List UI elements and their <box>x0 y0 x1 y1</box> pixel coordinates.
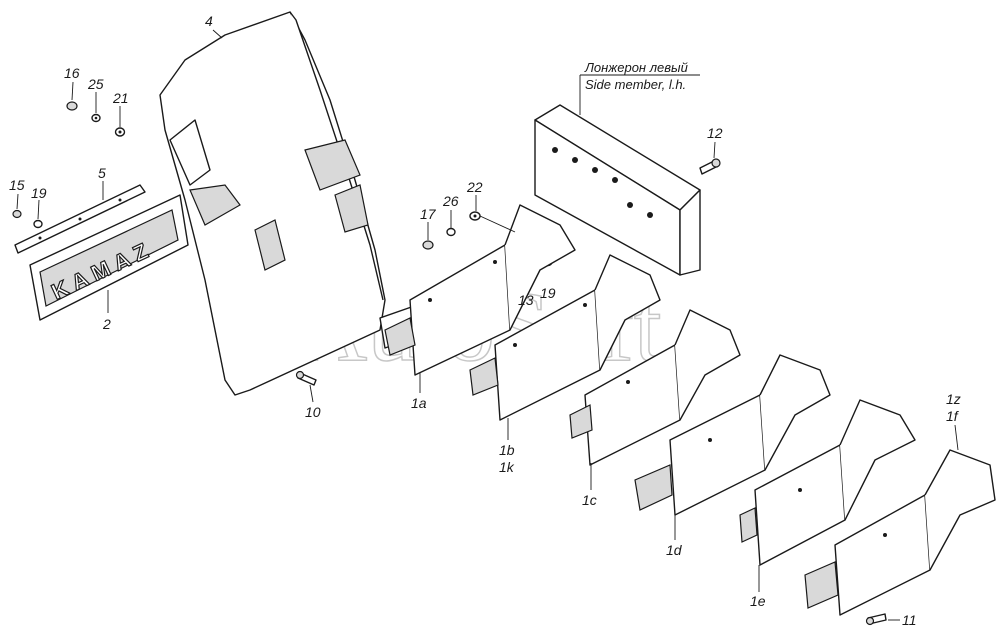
callout-1c: 1c <box>582 492 597 508</box>
washer-part-26 <box>446 227 456 237</box>
side-member-label-ru: Лонжерон левый <box>584 60 688 75</box>
callout-16: 16 <box>64 65 80 81</box>
callout-19-left: 19 <box>31 185 47 201</box>
callout-19-right: 19 <box>540 285 556 301</box>
nut-part-15 <box>12 209 22 219</box>
leader-lines <box>16 29 959 621</box>
callout-1d: 1d <box>666 542 683 558</box>
mudguard-part-4 <box>159 11 426 396</box>
callout-1b: 1b <box>499 442 515 458</box>
callout-1f: 1f <box>946 408 960 424</box>
callout-13: 13 <box>518 292 534 308</box>
callout-1e: 1e <box>750 593 766 609</box>
strip-part-5 <box>14 184 146 254</box>
callout-10: 10 <box>305 404 321 420</box>
callout-22: 22 <box>466 179 483 195</box>
callout-15: 15 <box>9 177 25 193</box>
bracket-part-1d <box>634 354 831 516</box>
bolt-part-12 <box>699 158 721 175</box>
nut-part-16 <box>66 101 78 111</box>
callout-21: 21 <box>112 90 129 106</box>
callout-2: 2 <box>102 316 111 332</box>
bolt-part-11 <box>865 613 887 626</box>
washer-part-25 <box>91 113 101 123</box>
callout-5: 5 <box>98 165 106 181</box>
callout-25: 25 <box>87 76 104 92</box>
bracket-part-1c <box>569 309 741 466</box>
bracket-part-1f <box>804 449 996 616</box>
nut-part-17 <box>422 240 434 250</box>
bracket-part-1a <box>384 204 576 376</box>
side-member-label-en: Side member, l.h. <box>585 77 686 92</box>
callout-17: 17 <box>420 206 437 222</box>
callout-1z: 1z <box>946 391 961 407</box>
bracket-part-1e <box>739 399 916 566</box>
side-member-left <box>534 104 701 276</box>
washer-part-19-left <box>33 219 43 229</box>
logo-flap-part-2: KAMAZ <box>29 194 189 321</box>
callout-4: 4 <box>205 13 213 29</box>
bolt-part-10 <box>295 370 317 386</box>
callout-11: 11 <box>902 612 917 628</box>
callout-1k: 1k <box>499 459 515 475</box>
callout-12: 12 <box>707 125 723 141</box>
callout-1a: 1a <box>411 395 427 411</box>
washer-part-21 <box>114 127 126 137</box>
bracket-part-1b <box>469 254 661 421</box>
washer-part-22 <box>469 211 481 221</box>
callout-26: 26 <box>442 193 459 209</box>
